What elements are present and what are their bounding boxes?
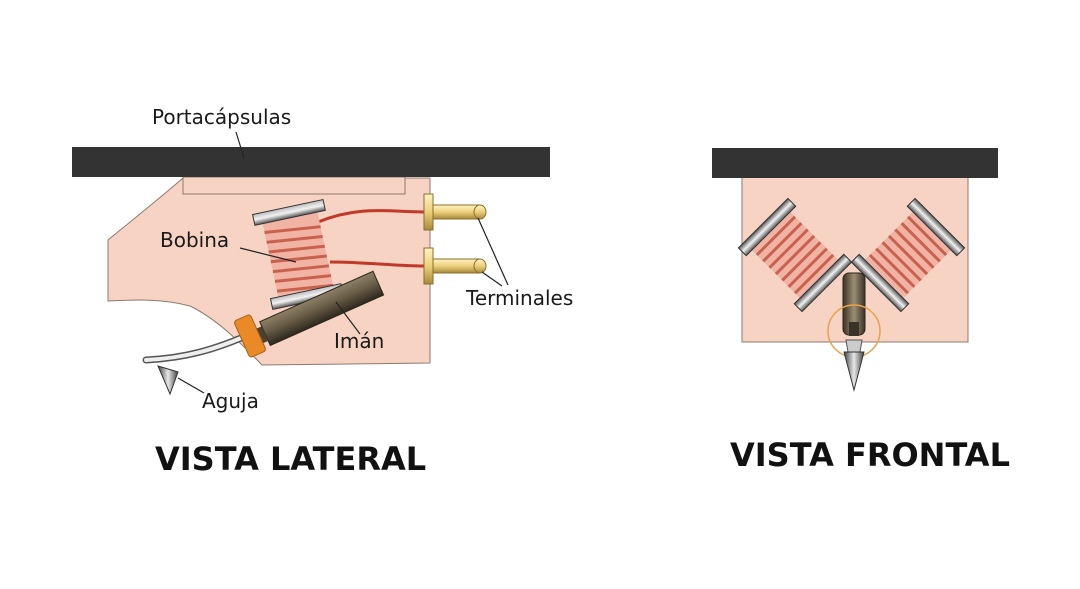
front-view: VISTA FRONTAL [712, 148, 1010, 474]
lead-wire-upper [317, 209, 425, 224]
leader-terminal-upper [477, 217, 509, 286]
stylus-tip-front [843, 351, 865, 392]
stylus-tip [157, 365, 179, 396]
front-holder-bar [712, 148, 998, 178]
cartridge-body [107, 177, 431, 366]
leader-needle [177, 377, 205, 394]
terminal-upper [423, 193, 487, 231]
leader-magnet [335, 301, 361, 335]
label-magnet: Imán [334, 329, 384, 353]
coil-front-right [850, 197, 966, 313]
label-coil: Bobina [160, 228, 229, 252]
leader-terminal-lower [481, 271, 503, 287]
leader-holder [235, 131, 245, 159]
coil-front-left [737, 197, 853, 313]
label-needle: Aguja [202, 389, 259, 413]
label-holder: Portacápsulas [152, 105, 291, 129]
pivot-ring [234, 314, 266, 358]
cartridge-holder-bar [72, 147, 550, 177]
side-view: Portacápsulas Bobina Terminales Imán Agu… [72, 105, 573, 478]
cantilever [142, 328, 259, 364]
leader-coil [239, 247, 297, 263]
label-terminals: Terminales [465, 286, 573, 310]
terminal-lower [423, 247, 487, 285]
title-front-view: VISTA FRONTAL [730, 436, 1010, 474]
mount-block [182, 176, 406, 195]
title-side-view: VISTA LATERAL [155, 440, 426, 478]
coil-side [252, 198, 344, 311]
lead-wire-lower [329, 260, 425, 268]
